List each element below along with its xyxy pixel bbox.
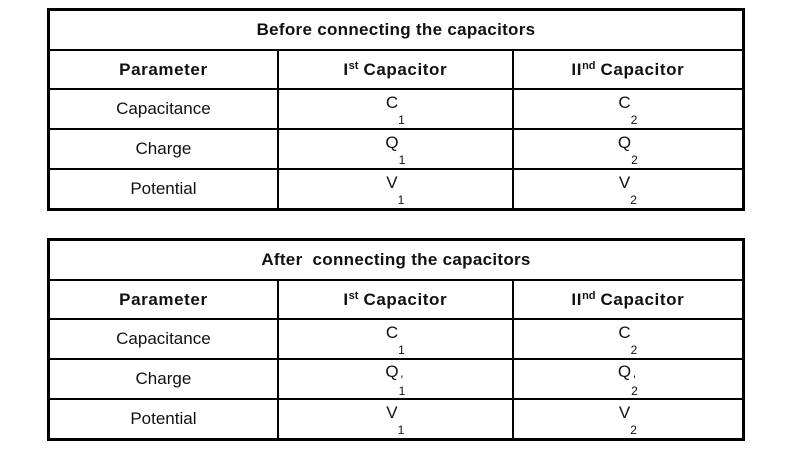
parameter-cell: Capacitance bbox=[47, 318, 279, 360]
symbol-scripts: 2 bbox=[631, 104, 638, 126]
subscript: 1 bbox=[398, 112, 405, 127]
col-header-second-capacitor: IInd Capacitor bbox=[511, 49, 745, 90]
roman-numeral: II bbox=[571, 289, 583, 309]
parameter-cell: Potential bbox=[47, 168, 279, 211]
col-header-parameter: Parameter bbox=[47, 279, 279, 320]
table-header-row: Parameter Ist Capacitor IInd Capacitor bbox=[47, 49, 745, 90]
symbol-scripts: '1 bbox=[398, 372, 406, 398]
roman-numeral: I bbox=[343, 59, 349, 79]
symbol-scripts: 2 bbox=[631, 144, 638, 166]
parameter-cell: Potential bbox=[47, 398, 279, 441]
symbol-base: C bbox=[618, 92, 631, 112]
symbol-scripts: 1 bbox=[398, 184, 405, 206]
symbol-scripts: 1 bbox=[398, 104, 405, 126]
symbol-base: V bbox=[618, 172, 631, 192]
subscript: 1 bbox=[397, 192, 405, 207]
header-label: Capacitor bbox=[600, 289, 685, 309]
symbol-scripts: 1 bbox=[398, 414, 405, 436]
table-row: After connecting the capacitors bbox=[47, 238, 745, 281]
symbol-base: C bbox=[385, 322, 399, 342]
table-title: Before connecting the capacitors bbox=[47, 8, 745, 51]
symbol-base: V bbox=[386, 402, 398, 422]
symbol-base: Q bbox=[385, 132, 399, 152]
header-label: Capacitor bbox=[363, 59, 448, 79]
subscript: 1 bbox=[398, 342, 405, 357]
ordinal-suffix: nd bbox=[582, 59, 596, 72]
symbol-base: Q bbox=[617, 132, 632, 152]
table-header-row: Parameter Ist Capacitor IInd Capacitor bbox=[47, 279, 745, 320]
subscript: 1 bbox=[398, 152, 406, 167]
symbol-scripts: 2 bbox=[630, 414, 637, 436]
symbol-base: C bbox=[385, 92, 399, 112]
table-title: After connecting the capacitors bbox=[47, 238, 745, 281]
parameter-cell: Capacitance bbox=[47, 88, 279, 130]
subscript: 2 bbox=[631, 152, 638, 167]
table-row: Charge Q'1 Q'2 bbox=[47, 358, 745, 400]
subscript: 2 bbox=[630, 112, 638, 127]
subscript: 2 bbox=[630, 192, 637, 207]
ordinal-suffix: st bbox=[348, 289, 359, 302]
symbol-scripts: 2 bbox=[631, 334, 638, 356]
subscript: 1 bbox=[398, 383, 406, 398]
symbol-scripts: '2 bbox=[631, 372, 638, 398]
col-header-second-capacitor: IInd Capacitor bbox=[511, 279, 745, 320]
subscript: 2 bbox=[631, 383, 638, 398]
after-capacitors-table: After connecting the capacitors Paramete… bbox=[47, 238, 745, 441]
symbol-scripts: 1 bbox=[398, 334, 405, 356]
header-label: Capacitor bbox=[600, 59, 685, 79]
symbol-base: V bbox=[386, 172, 398, 192]
parameter-cell: Charge bbox=[47, 358, 279, 400]
ordinal-suffix: nd bbox=[582, 289, 596, 302]
first-capacitor-cell: Q'1 bbox=[276, 358, 514, 400]
second-capacitor-cell: Q'2 bbox=[511, 358, 745, 400]
symbol-scripts: 1 bbox=[399, 144, 406, 166]
table-row: Before connecting the capacitors bbox=[47, 8, 745, 51]
header-label: Capacitor bbox=[363, 289, 448, 309]
roman-numeral: II bbox=[571, 59, 583, 79]
col-header-first-capacitor: Ist Capacitor bbox=[276, 279, 514, 320]
symbol-base: Q bbox=[617, 361, 632, 381]
roman-numeral: I bbox=[343, 289, 349, 309]
subscript: 1 bbox=[397, 422, 405, 437]
subscript: 2 bbox=[630, 342, 638, 357]
before-capacitors-table: Before connecting the capacitors Paramet… bbox=[47, 8, 745, 211]
prime-mark: ' bbox=[633, 372, 636, 387]
symbol-base: Q bbox=[385, 361, 399, 381]
ordinal-suffix: st bbox=[348, 59, 359, 72]
symbol-scripts: 2 bbox=[630, 184, 637, 206]
symbol-base: V bbox=[618, 402, 631, 422]
subscript: 2 bbox=[630, 422, 637, 437]
prime-mark: ' bbox=[400, 372, 404, 387]
symbol-base: C bbox=[618, 322, 631, 342]
col-header-first-capacitor: Ist Capacitor bbox=[276, 49, 514, 90]
col-header-parameter: Parameter bbox=[47, 49, 279, 90]
parameter-cell: Charge bbox=[47, 128, 279, 170]
